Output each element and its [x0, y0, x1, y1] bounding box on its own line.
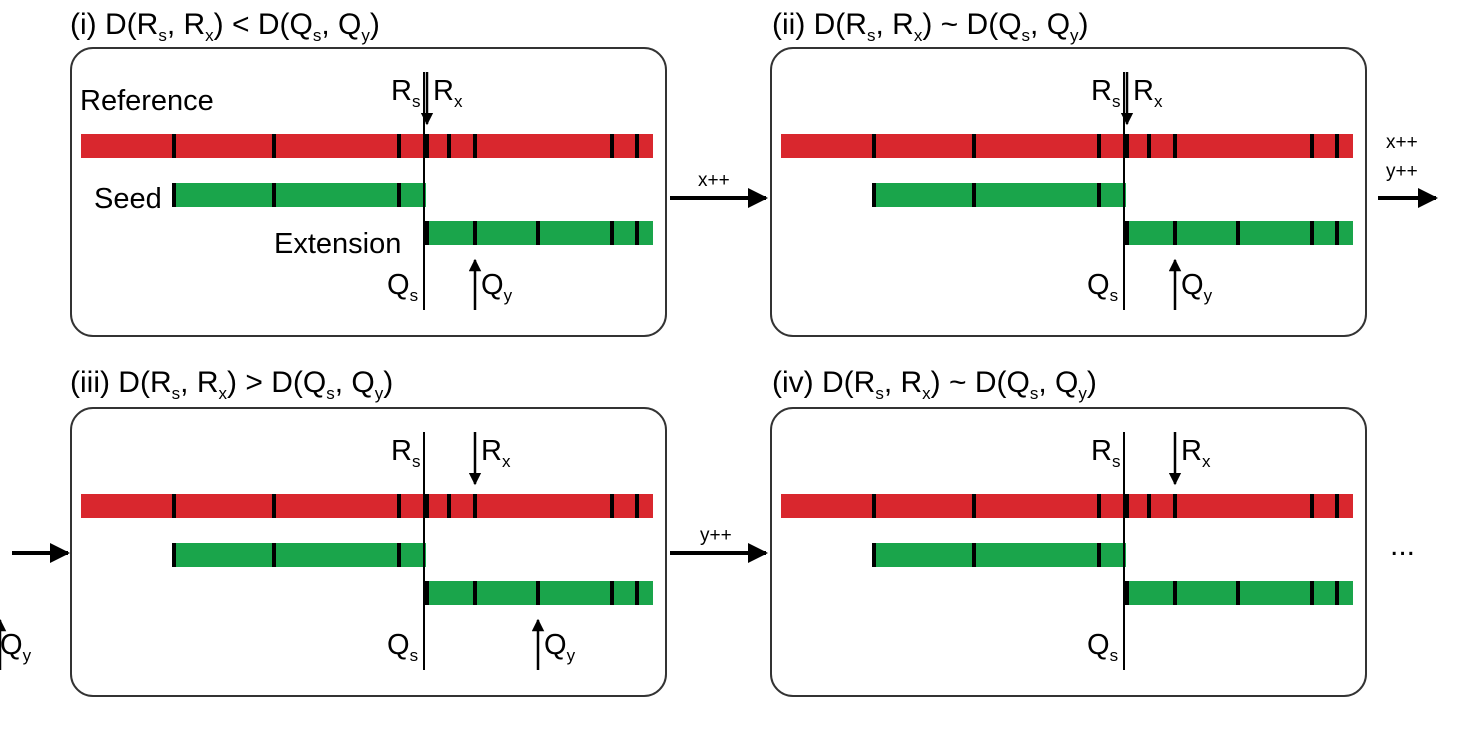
qs-label: Qs	[1087, 269, 1118, 305]
rx-label: Rx	[481, 435, 511, 471]
reference-bar	[81, 134, 653, 158]
seed-label: Seed	[94, 183, 162, 215]
reference-bar	[781, 494, 1353, 518]
transition-label-ii-out-1: x++	[1386, 132, 1418, 153]
panel-title-iv: (iv) D(Rs, Rx) ~ D(Qs, Qy)	[772, 366, 1097, 403]
qy-label: Qy	[481, 269, 513, 305]
qy-label: Qy	[1181, 269, 1213, 305]
seed-bar	[872, 183, 1126, 207]
rs-label: Rs	[391, 75, 420, 111]
qs-label: Qs	[387, 269, 418, 305]
extension-label: Extension	[274, 228, 401, 260]
panel-title-ii: (ii) D(Rs, Rx) ~ D(Qs, Qy)	[772, 8, 1089, 45]
transition-label-i-ii: x++	[698, 170, 730, 191]
transition-label-ii-out-2: y++	[1386, 161, 1418, 182]
seed-bar	[872, 543, 1126, 567]
qs-label: Qs	[387, 629, 418, 665]
panel-title-i: (i) D(Rs, Rx) < D(Qs, Qy)	[70, 8, 380, 45]
rs-label: Rs	[1091, 435, 1120, 471]
rx-label: Rx	[1133, 75, 1163, 111]
qs-label: Qs	[1087, 629, 1118, 665]
panel-frame-i	[70, 47, 667, 337]
panel-frame-iii	[70, 407, 667, 697]
reference-label: Reference	[80, 85, 214, 117]
rs-label: Rs	[1091, 75, 1120, 111]
seed-bar	[172, 543, 426, 567]
rs-label: Rs	[391, 435, 420, 471]
rx-label: Rx	[433, 75, 463, 111]
panel-title-iii: (iii) D(Rs, Rx) > D(Qs, Qy)	[70, 366, 393, 403]
transition-label-iii-iv: y++	[700, 525, 732, 546]
reference-bar	[81, 494, 653, 518]
panel-frame-iv	[770, 407, 1367, 697]
seed-bar	[172, 183, 426, 207]
ellipsis: ...	[1390, 529, 1415, 562]
qy-label: Qy	[0, 629, 32, 665]
rx-label: Rx	[1181, 435, 1211, 471]
qy-label: Qy	[544, 629, 576, 665]
panel-frame-ii	[770, 47, 1367, 337]
reference-bar	[781, 134, 1353, 158]
